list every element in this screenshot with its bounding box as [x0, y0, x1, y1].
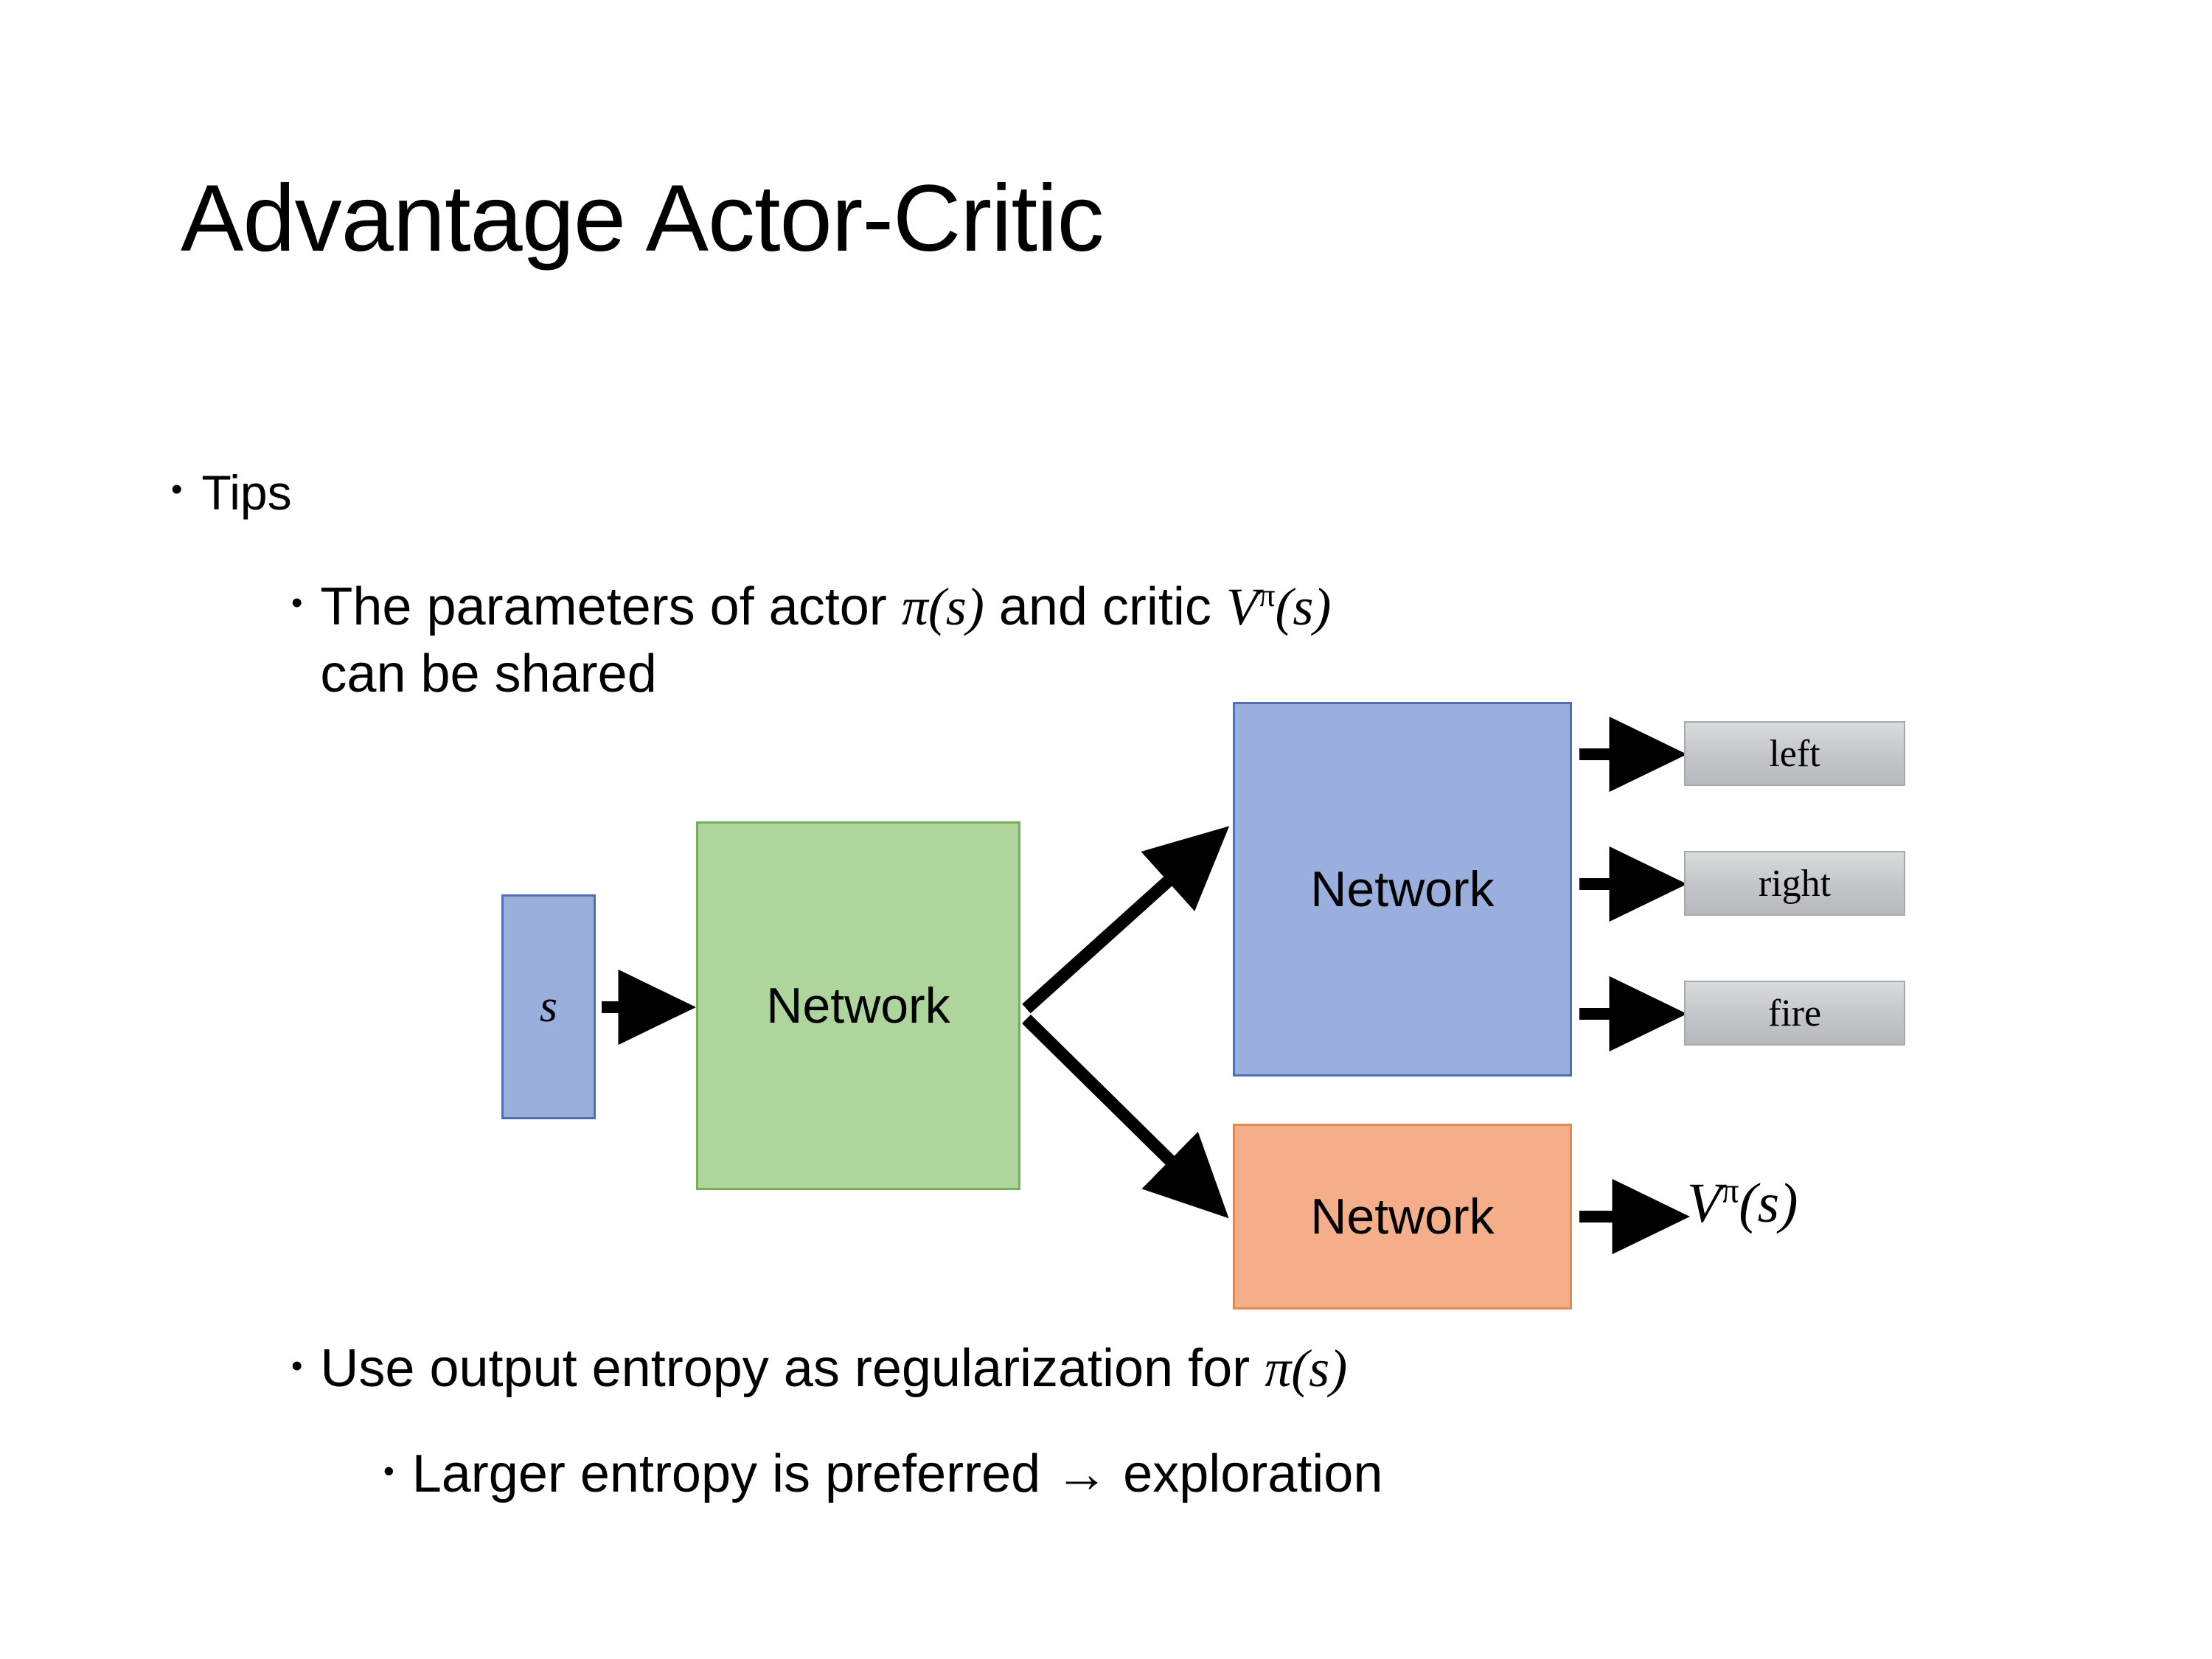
bullet-shared-text-middle: and critic — [984, 577, 1226, 636]
bullet-marker-icon: • — [291, 1348, 303, 1384]
node-shared-network[interactable]: Network — [696, 821, 1020, 1190]
bullet-marker-icon: • — [291, 585, 303, 621]
bullet-marker-icon: • — [383, 1453, 394, 1488]
bullet-larger-entropy-label: Larger entropy is preferred → exploratio… — [411, 1444, 1383, 1503]
action-box-fire-label: fire — [1767, 992, 1822, 1034]
bullet-entropy-text-before: Use output entropy as regularization for — [320, 1339, 1265, 1398]
node-critic-network[interactable]: Network — [1233, 1124, 1572, 1310]
math-critic-arg: (s) — [1275, 577, 1332, 636]
critic-output-superscript-pi: π — [1721, 1172, 1739, 1211]
critic-output-base: V — [1687, 1172, 1722, 1234]
bullet-shared-text: The parameters of actor π(s) and critic … — [320, 574, 1448, 707]
critic-output-argument: (s) — [1739, 1172, 1798, 1234]
page-title: Advantage Actor-Critic — [181, 166, 1104, 271]
arrow-shared-to-actor — [1022, 826, 1230, 1014]
node-state-label: s — [539, 981, 558, 1032]
action-box-right[interactable]: right — [1684, 851, 1905, 916]
bullet-entropy-regularization: • Use output entropy as regularization f… — [291, 1338, 1347, 1399]
arrow-shared-to-critic — [1022, 1014, 1229, 1219]
math-critic-v: V — [1225, 577, 1259, 636]
bullet-tips: • Tips — [171, 465, 292, 521]
action-box-fire[interactable]: fire — [1684, 981, 1905, 1046]
bullet-entropy-text: Use output entropy as regularization for… — [320, 1338, 1347, 1399]
bullet-marker-icon: • — [171, 471, 183, 507]
node-state-input[interactable]: s — [501, 894, 596, 1119]
node-actor-network[interactable]: Network — [1233, 702, 1572, 1077]
node-actor-network-label: Network — [1310, 861, 1495, 917]
bullet-shared-text-wrap: can be shared — [320, 644, 657, 703]
bullet-larger-entropy: • Larger entropy is preferred → explorat… — [383, 1444, 1382, 1504]
node-critic-network-label: Network — [1310, 1189, 1495, 1245]
node-shared-network-label: Network — [766, 978, 950, 1034]
bullet-shared-parameters: • The parameters of actor π(s) and criti… — [291, 574, 1448, 707]
math-actor-pi-s: π(s) — [901, 577, 984, 636]
critic-output-value: Vπ(s) — [1687, 1171, 1798, 1236]
math-actor-pi-s: π(s) — [1265, 1339, 1348, 1398]
math-critic-superscript-pi: π — [1258, 577, 1276, 613]
action-box-left[interactable]: left — [1684, 721, 1905, 786]
bullet-tips-label: Tips — [201, 465, 292, 520]
bullet-shared-text-before: The parameters of actor — [320, 577, 902, 636]
action-box-left-label: left — [1769, 732, 1820, 775]
action-box-right-label: right — [1758, 862, 1832, 905]
